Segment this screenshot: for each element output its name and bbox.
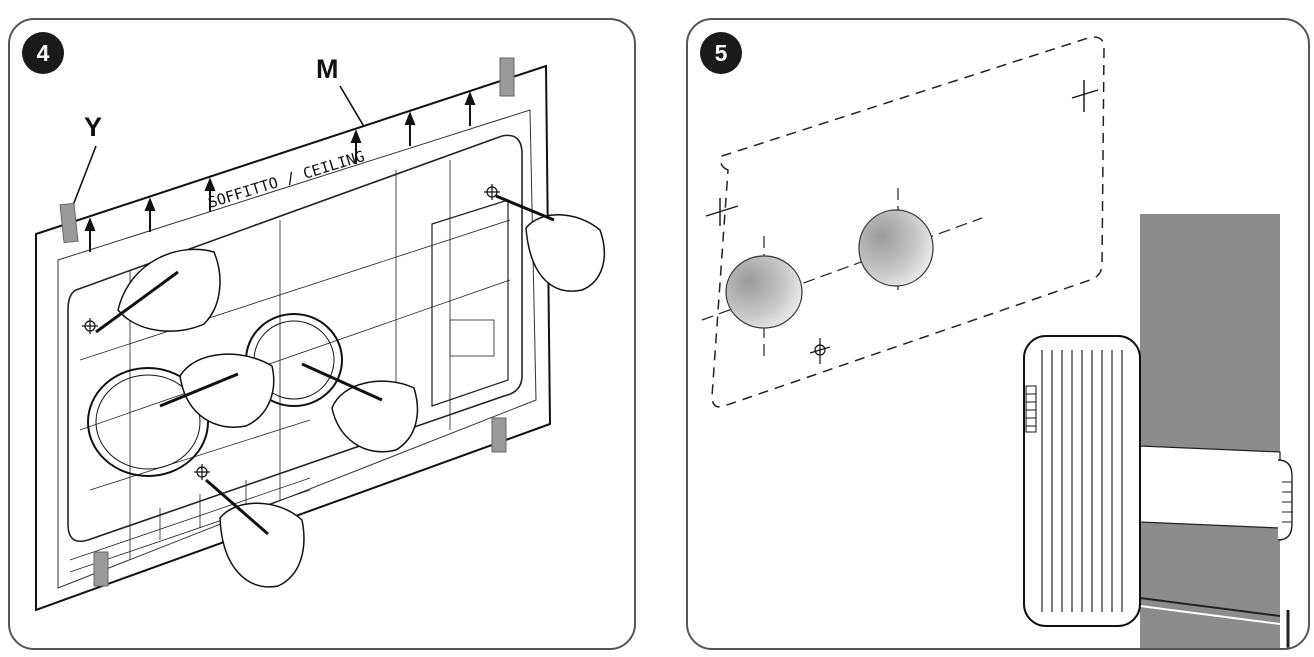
dashed-template-outline — [711, 36, 1105, 408]
adhesive-tape — [59, 57, 515, 587]
callout-m: M — [316, 54, 339, 84]
pipe-hole-left — [87, 367, 209, 477]
callout-y: Y — [84, 112, 103, 142]
template-inner-border — [57, 109, 537, 589]
fixing-marks — [82, 184, 500, 480]
indoor-unit-vent — [1025, 385, 1037, 433]
coupling-ribs — [1282, 481, 1292, 523]
right-side-panel — [431, 199, 509, 407]
pencils — [95, 194, 555, 536]
pipe-line — [1139, 597, 1281, 617]
step-5-badge: 5 — [700, 32, 742, 74]
reference-crosses — [705, 80, 1099, 226]
wall-section — [1140, 214, 1280, 648]
callout-y-leader — [71, 145, 97, 209]
hole-axis-line — [701, 217, 983, 321]
indoor-unit-grille — [1041, 350, 1123, 612]
callout-m-leader — [339, 85, 367, 131]
drill-hole-right — [858, 209, 934, 287]
step-5-panel: 5 — [686, 18, 1310, 650]
pipe-coupling — [1277, 459, 1293, 541]
pipe-line-highlight — [1139, 605, 1281, 625]
unit-outline — [67, 134, 523, 543]
note-box — [449, 319, 495, 357]
wall-drilling-drawing — [701, 36, 1293, 648]
ceiling-arrows — [84, 91, 476, 252]
hand-with-pencil — [117, 214, 605, 588]
step-4-panel: 4 M Y SOFFITTO / CEILING — [8, 18, 636, 650]
wall-band — [1139, 445, 1281, 529]
fixing-mark-small — [809, 338, 831, 364]
step-4-badge: 4 — [22, 32, 64, 74]
template-drawing: SOFFITTO / CEILING — [35, 57, 605, 612]
pipe-hole-left-inner — [95, 374, 201, 470]
drill-hole-left — [725, 255, 803, 329]
